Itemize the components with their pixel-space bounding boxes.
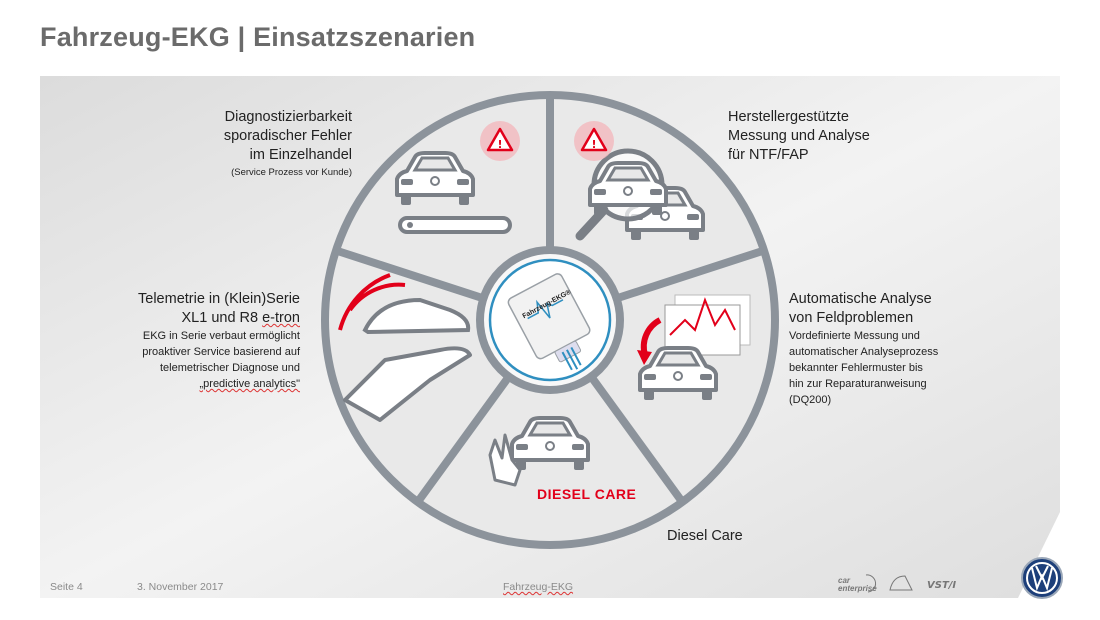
diesel-care-car-icon: [488, 416, 590, 487]
automatic-desc2: automatischer Analyseprozess: [789, 346, 939, 358]
automatic-desc3: bekannter Fehlermuster bis: [789, 362, 923, 374]
warning-icon-2: !: [574, 121, 614, 161]
analysis-chart-car-icon: [637, 294, 751, 402]
footer-date: 3. November 2017: [137, 581, 224, 593]
retail-line1: Diagnostizierbarkeit: [224, 109, 352, 125]
automatic-line2: von Feldproblemen: [789, 310, 914, 326]
scenario-retail: Diagnostizierbarkeit sporadischer Fehler…: [152, 108, 352, 181]
car-wrench-icon: [395, 151, 512, 234]
retail-note: (Service Prozess vor Kunde): [231, 167, 352, 178]
automatic-line1: Automatische Analyse: [789, 291, 932, 307]
scenario-telemetry: Telemetrie in (Klein)Serie XL1 und R8 e-…: [90, 290, 300, 392]
footer-page: Seite 4: [50, 581, 83, 593]
automatic-desc5: (DQ200): [789, 394, 832, 406]
telemetry-desc1: EKG in Serie verbaut ermöglicht: [142, 330, 300, 342]
manufacturer-line2: Messung und Analyse: [728, 128, 870, 144]
telemetry-line2a: XL1 und R8: [181, 310, 263, 326]
manufacturer-line1: Herstellergestützte: [728, 109, 849, 125]
automatic-desc1: Vordefinierte Messung und: [789, 330, 920, 342]
scenario-diesel-label: Diesel Care: [667, 528, 743, 544]
page-title: Fahrzeug-EKG | Einsatzszenarien: [40, 22, 476, 52]
warning-icon: !: [480, 121, 520, 161]
footer-topic: Fahrzeug-EKG: [503, 581, 574, 593]
vw-logo: [1021, 557, 1063, 599]
telemetry-desc2: proaktiver Service basierend auf: [142, 346, 300, 358]
footer-logos: VST/I: [865, 574, 956, 593]
telemetry-line1: Telemetrie in (Klein)Serie: [138, 291, 300, 307]
car-enterprise-logo: car enterprise: [838, 576, 877, 593]
telemetry-desc4: „predictive analytics": [199, 378, 301, 390]
retail-line3: im Einzelhandel: [249, 147, 352, 163]
telemetry-desc3: telemetrischer Diagnose und: [159, 362, 300, 374]
retail-line2: sporadischer Fehler: [223, 128, 352, 144]
automatic-desc4: hin zur Reparaturanweisung: [789, 378, 927, 390]
scenario-manufacturer: Herstellergestützte Messung und Analyse …: [728, 108, 928, 165]
svg-text:!: !: [591, 138, 596, 151]
telemetry-hand-car-icon: [338, 273, 472, 422]
manufacturer-line3: für NTF/FAP: [728, 147, 809, 163]
diesel-care-badge: DIESEL CARE: [537, 486, 637, 502]
telemetry-line2b: e-tron: [262, 310, 300, 326]
scenario-automatic: Automatische Analyse von Feldproblemen V…: [789, 290, 989, 408]
ekg-device-icon: [507, 273, 591, 371]
svg-text:VST/I: VST/I: [927, 580, 956, 591]
magnifier-cars-icon: [575, 148, 705, 242]
svg-text:!: !: [497, 138, 502, 151]
